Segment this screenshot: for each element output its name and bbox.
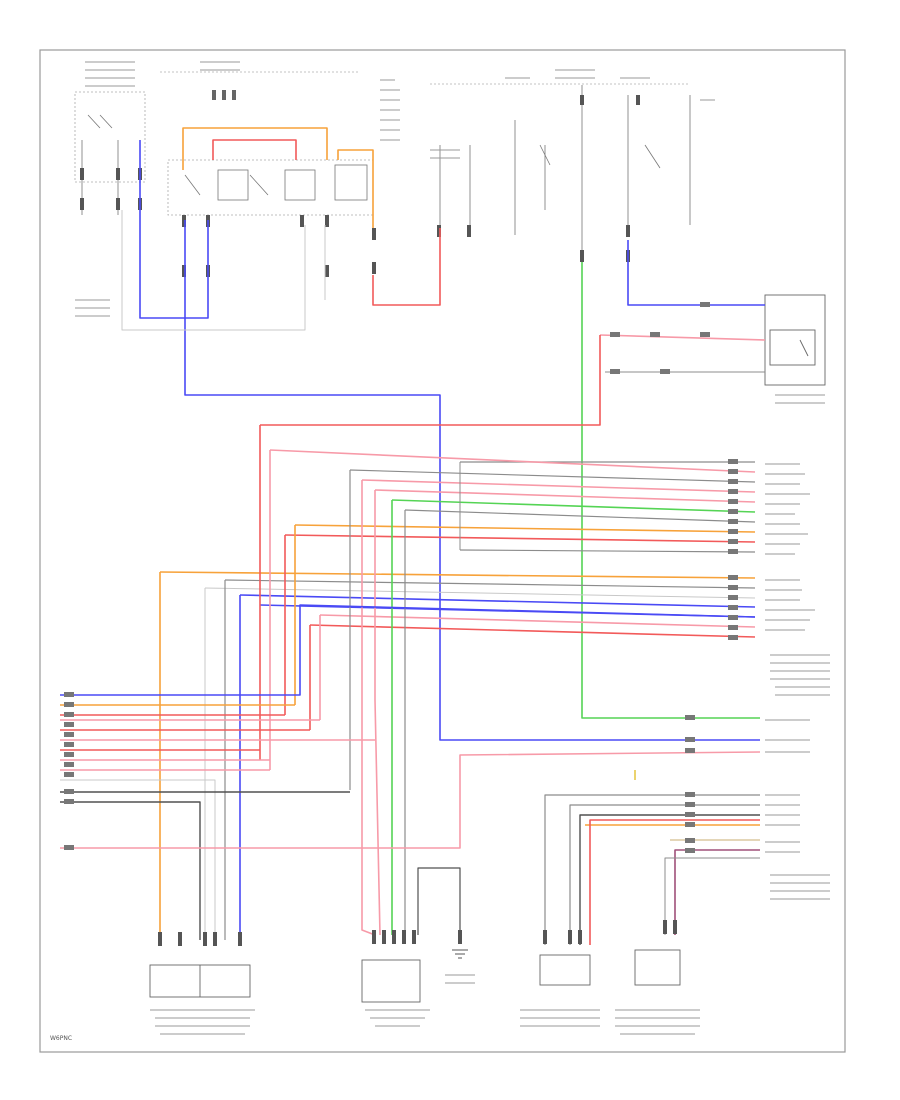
wire-red-loop bbox=[372, 228, 441, 306]
wire-lower-7 bbox=[309, 624, 756, 638]
wire-br-red bbox=[589, 819, 760, 945]
ground-icon bbox=[452, 949, 468, 959]
wire-bundle-10 bbox=[459, 549, 756, 553]
wire-lower-1 bbox=[159, 571, 756, 579]
wire-bundle-9 bbox=[284, 534, 756, 543]
bottom-mid-module bbox=[361, 959, 421, 1003]
top-left-group bbox=[74, 90, 471, 277]
wire-bundle-3 bbox=[349, 469, 756, 483]
relay-box bbox=[167, 159, 374, 216]
motor-icon bbox=[764, 294, 826, 386]
wire-bundle-5 bbox=[374, 489, 756, 503]
wire-blue-right bbox=[627, 240, 765, 306]
top-right-group bbox=[514, 85, 691, 250]
diagram-frame bbox=[39, 49, 846, 1053]
bottom-pin-icons bbox=[158, 920, 677, 946]
relay-icon bbox=[212, 90, 236, 100]
wire-left-dark2 bbox=[60, 801, 201, 940]
wire-red-motor bbox=[260, 335, 601, 426]
switch-icon bbox=[580, 95, 640, 262]
wire-blue-main bbox=[184, 220, 760, 741]
left-switch-icon bbox=[80, 168, 142, 210]
wire-bundle-6 bbox=[391, 499, 756, 513]
figure-ref: W6PNC bbox=[50, 1035, 72, 1042]
label-marks bbox=[75, 61, 830, 1035]
bottom-right-sensor-b bbox=[634, 949, 681, 986]
wire-left-gray bbox=[60, 779, 216, 940]
wire-br-purple bbox=[674, 849, 760, 935]
wire-green-main bbox=[581, 262, 760, 719]
wire-bundle-7 bbox=[404, 509, 756, 523]
wire-red-top bbox=[212, 139, 297, 160]
wire-lower-6 bbox=[319, 614, 756, 628]
wire-orange-right bbox=[337, 149, 374, 228]
wire-ground bbox=[417, 867, 461, 935]
wire-left-blue bbox=[60, 604, 756, 696]
wire-br-1 bbox=[544, 794, 760, 945]
wire-bundle-2 bbox=[269, 449, 756, 473]
wire-lower-4 bbox=[239, 594, 756, 608]
wire-orange-top bbox=[182, 127, 328, 170]
wire-blue-left bbox=[139, 140, 209, 319]
wire-gray-a bbox=[121, 210, 306, 331]
wire-bundle-4 bbox=[361, 479, 756, 493]
wire-bundle-8 bbox=[294, 524, 756, 533]
wire-br-2 bbox=[569, 804, 760, 945]
wire-pink-motor bbox=[599, 334, 766, 341]
wire-br-gray bbox=[664, 857, 760, 935]
wire-left-pink5 bbox=[60, 751, 761, 849]
bottom-right-sensor-a bbox=[539, 954, 591, 986]
top-sensor bbox=[439, 145, 471, 225]
wire-lower-2 bbox=[224, 579, 756, 589]
wire-br-3 bbox=[579, 814, 760, 945]
wire-lower-3 bbox=[204, 587, 756, 599]
connector-icon bbox=[182, 215, 376, 277]
pin-marks bbox=[64, 302, 738, 853]
sensor-icon bbox=[437, 225, 471, 237]
bottom-components bbox=[149, 949, 681, 1003]
left-switch-block bbox=[74, 91, 146, 215]
wires bbox=[60, 127, 766, 945]
top-bus-lines bbox=[160, 71, 690, 85]
